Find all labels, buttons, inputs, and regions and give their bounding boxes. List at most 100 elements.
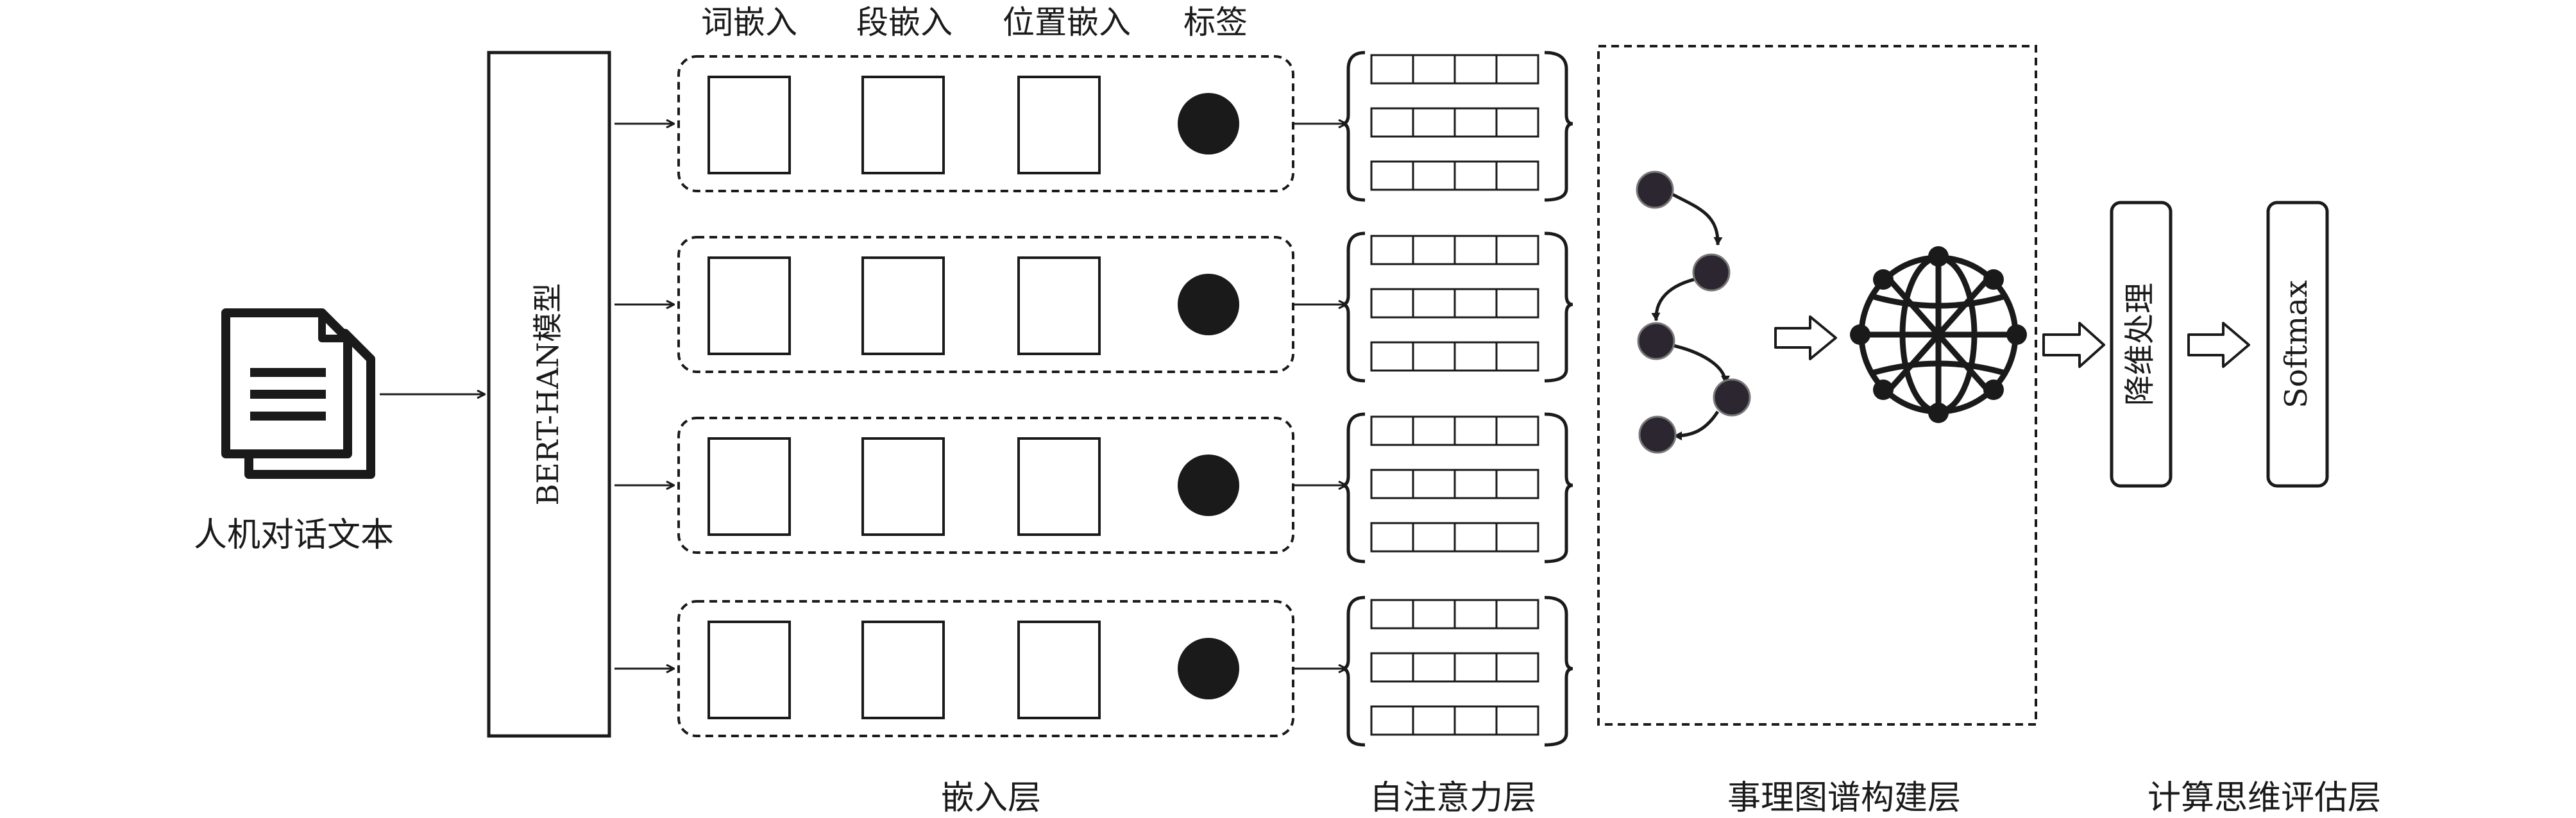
attention-cell <box>1495 107 1539 138</box>
attention-left-bracket <box>1341 231 1366 383</box>
embedding-row <box>614 596 1573 747</box>
attention-cell <box>1453 415 1498 446</box>
attention-cell <box>1370 107 1414 138</box>
label-dot <box>1178 274 1239 335</box>
softmax-label: Softmax <box>2278 280 2314 408</box>
event-chain-icon <box>1636 171 1751 454</box>
position-embedding-cell <box>1017 256 1101 355</box>
header-word-embedding: 词嵌入 <box>701 4 797 41</box>
attention-cell <box>1370 652 1414 683</box>
header-label: 标签 <box>1183 4 1248 41</box>
embedding-row <box>614 231 1573 383</box>
attention-left-bracket <box>1341 412 1366 563</box>
attention-cell <box>1453 107 1498 138</box>
segment-embedding-cell <box>861 621 945 719</box>
bert-han-model-box <box>487 51 611 738</box>
position-embedding-cell <box>1017 76 1101 174</box>
attention-cell <box>1495 288 1539 319</box>
position-embedding-cell <box>1017 437 1101 536</box>
attention-right-bracket <box>1544 231 1573 383</box>
attention-cell <box>1370 469 1414 499</box>
label-dot <box>1178 638 1239 699</box>
attention-cell <box>1412 235 1456 265</box>
attention-right-bracket <box>1544 412 1573 563</box>
attention-cell <box>1495 341 1539 372</box>
attention-cell <box>1370 54 1414 85</box>
attention-cell <box>1453 469 1498 499</box>
segment-embedding-cell <box>861 76 945 174</box>
attention-cell <box>1495 599 1539 630</box>
attention-cell <box>1495 469 1539 499</box>
attention-cell <box>1495 705 1539 736</box>
softmax-box <box>2266 201 2329 488</box>
attention-cell <box>1495 54 1539 85</box>
event-graph-box <box>1597 45 2037 726</box>
word-embedding-cell <box>708 437 791 536</box>
attention-left-bracket <box>1341 596 1366 747</box>
attention-cell <box>1412 469 1456 499</box>
hollow-arrow-graph <box>1774 315 1837 360</box>
attention-right-bracket <box>1544 596 1573 747</box>
segment-embedding-cell <box>861 256 945 355</box>
attention-cell <box>1412 415 1456 446</box>
dim-reduction-box <box>2110 201 2173 488</box>
header-position-embedding: 位置嵌入 <box>1003 4 1131 41</box>
attention-cell <box>1495 415 1539 446</box>
attention-cell <box>1412 599 1456 630</box>
attention-cell <box>1453 235 1498 265</box>
attention-left-bracket <box>1341 51 1366 202</box>
layer-label-embedding: 嵌入层 <box>941 779 1041 817</box>
attention-cell <box>1370 599 1414 630</box>
layer-label-evaluation: 计算思维评估层 <box>2148 779 2381 817</box>
attention-cell <box>1412 107 1456 138</box>
word-embedding-cell <box>708 256 791 355</box>
attention-cell <box>1453 160 1498 191</box>
hollow-arrow-to-softmax <box>2187 322 2250 368</box>
attention-cell <box>1453 341 1498 372</box>
embedding-row-box <box>677 600 1294 737</box>
input-label: 人机对话文本 <box>194 516 394 555</box>
position-embedding-cell <box>1017 621 1101 719</box>
attention-cell <box>1495 235 1539 265</box>
label-dot <box>1178 93 1239 154</box>
attention-cell <box>1453 522 1498 553</box>
attention-cell <box>1453 288 1498 319</box>
attention-cell <box>1370 522 1414 553</box>
word-embedding-cell <box>708 76 791 174</box>
attention-cell <box>1412 160 1456 191</box>
embedding-row <box>614 51 1573 202</box>
header-segment-embedding: 段嵌入 <box>856 4 953 41</box>
attention-cell <box>1412 288 1456 319</box>
attention-cell <box>1453 705 1498 736</box>
attention-cell <box>1495 522 1539 553</box>
attention-cell <box>1412 341 1456 372</box>
dim-reduction-label: 降维处理 <box>2122 283 2158 406</box>
attention-cell <box>1370 288 1414 319</box>
attention-cell <box>1495 652 1539 683</box>
attention-cell <box>1412 522 1456 553</box>
embedding-row-box <box>677 55 1294 192</box>
attention-cell <box>1370 415 1414 446</box>
attention-cell <box>1412 652 1456 683</box>
hollow-arrow-to-reduction <box>2042 322 2105 368</box>
label-dot <box>1178 455 1239 516</box>
attention-cell <box>1370 235 1414 265</box>
attention-cell <box>1453 599 1498 630</box>
attention-cell <box>1370 160 1414 191</box>
attention-cell <box>1453 54 1498 85</box>
word-embedding-cell <box>708 621 791 719</box>
bert-han-model-label: BERT-HAN模型 <box>530 283 565 505</box>
embedding-row-box <box>677 417 1294 554</box>
embedding-row-box <box>677 236 1294 373</box>
attention-cell <box>1370 341 1414 372</box>
layer-label-event-graph: 事理图谱构建层 <box>1727 779 1961 817</box>
segment-embedding-cell <box>861 437 945 536</box>
attention-cell <box>1412 54 1456 85</box>
attention-cell <box>1453 652 1498 683</box>
network-globe-icon <box>1850 246 2027 423</box>
attention-right-bracket <box>1544 51 1573 202</box>
document-icon <box>221 308 375 479</box>
embedding-rows <box>614 51 1573 747</box>
embedding-row <box>614 412 1573 563</box>
